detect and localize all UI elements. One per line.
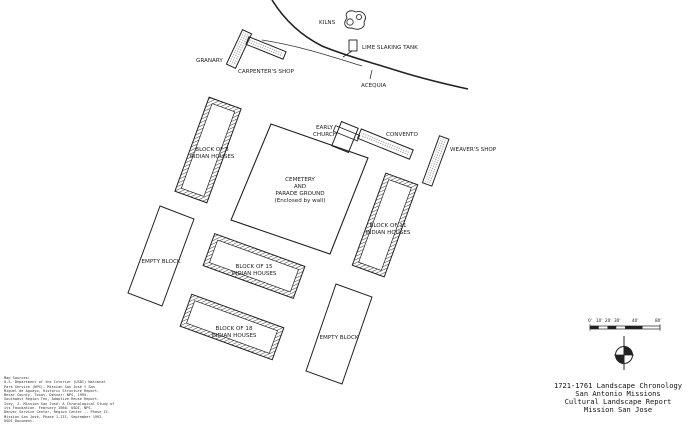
block-of-8-indian-houses bbox=[174, 96, 242, 204]
block-of-18-indian-houses bbox=[179, 293, 285, 361]
block-of-11-indian-houses bbox=[351, 172, 419, 278]
block-e-label-1: BLOCK OF 11 bbox=[369, 223, 406, 229]
sources-line: Southwest Region Ten, Adaptive Reuse Rep… bbox=[4, 397, 100, 402]
sources-line: USDI Document. bbox=[4, 418, 35, 423]
title-line-1: 1721-1761 Landscape Chronology bbox=[553, 381, 683, 390]
empty-block-west bbox=[127, 205, 195, 307]
lime-slaking-tank-label: LIME SLAKING TANK bbox=[362, 45, 418, 51]
cemetery-label-4: (Enclosed by wall) bbox=[275, 198, 326, 204]
carpenters-shop-label: CARPENTER'S SHOP bbox=[238, 69, 295, 75]
acequia-label: ACEQUIA bbox=[361, 83, 386, 89]
title-line-4: Mission San Jose bbox=[583, 405, 653, 415]
sources-line: Map Sources: bbox=[4, 376, 30, 380]
sources-line: Ivey, J. Mission San José: A Chronologic… bbox=[4, 401, 115, 406]
map-sources: Map Sources: U.S. Department of the Inte… bbox=[4, 376, 136, 423]
early-church-label-1: EARLY bbox=[316, 125, 334, 131]
carpenters-shop bbox=[245, 36, 287, 60]
empty-block-south bbox=[305, 283, 373, 385]
scale-tick-2: 20' bbox=[605, 318, 611, 323]
lime-slaking-tank bbox=[342, 39, 358, 58]
kilns bbox=[344, 10, 366, 30]
scale-tick-3: 30' bbox=[614, 318, 620, 323]
granary bbox=[225, 29, 253, 69]
block-e-label-2: INDIAN HOUSES bbox=[366, 230, 411, 236]
empty-block-west-label: EMPTY BLOCK bbox=[141, 259, 180, 265]
sources-line: Mission San José, Phase 1-III, September… bbox=[4, 414, 104, 419]
block-sw-label-2: INDIAN HOUSES bbox=[212, 333, 257, 339]
block-sw-label-1: BLOCK OF 18 bbox=[215, 326, 252, 332]
block-mid-label-2: INDIAN HOUSES bbox=[232, 271, 277, 277]
kilns-label: KILNS bbox=[319, 20, 336, 26]
sources-line: Miguel de Aguayo, Historic Structure Rep… bbox=[4, 388, 100, 393]
title-block: 1721-1761 Landscape Chronology San Anton… bbox=[548, 381, 688, 415]
acequia-line bbox=[271, 0, 469, 90]
granary-label: GRANARY bbox=[196, 58, 223, 64]
scale-tick-5: 80' bbox=[655, 318, 661, 323]
block-of-15-indian-houses bbox=[202, 232, 306, 300]
scale-tick-0: 0' bbox=[588, 318, 592, 323]
cemetery-parade-ground bbox=[230, 123, 369, 255]
block-nw-label-1: BLOCK OF 8 bbox=[195, 147, 229, 153]
scale-tick-1: 10' bbox=[596, 318, 602, 323]
sources-line: Bexar County, Texas. Denver: NPS, 1995. bbox=[4, 393, 89, 398]
title-line-3: Cultural Landscape Report bbox=[564, 397, 672, 407]
convento-label: CONVENTO bbox=[386, 132, 418, 138]
weavers-shop-label: WEAVER'S SHOP bbox=[450, 147, 497, 153]
north-arrow-icon bbox=[614, 336, 634, 370]
cemetery-label-1: CEMETERY bbox=[285, 177, 315, 183]
empty-block-south-label: EMPTY BLOCK bbox=[319, 335, 358, 341]
block-mid-label-1: BLOCK OF 15 bbox=[235, 264, 272, 270]
sources-line: U.S. Department of the Interior (USDI) N… bbox=[4, 380, 106, 385]
weavers-shop bbox=[421, 135, 450, 187]
sources-line: its Foundation. February 1980. USDI, NPS… bbox=[4, 406, 93, 411]
scale-tick-4: 40' bbox=[632, 318, 638, 323]
sources-line: Denver Service Center, Region Center -- … bbox=[4, 410, 111, 415]
cemetery-label-2: AND bbox=[294, 184, 306, 190]
scale-ticks: 0' 10' 20' 30' 40' 80' bbox=[588, 318, 661, 323]
scale-bar bbox=[589, 324, 661, 331]
convento bbox=[356, 128, 414, 160]
title-line-2: San Antonio Missions bbox=[575, 389, 661, 399]
cemetery-label-3: PARADE GROUND bbox=[275, 191, 324, 197]
acequia-leader bbox=[369, 69, 373, 80]
block-nw-label-2: INDIAN HOUSES bbox=[190, 154, 235, 160]
early-church-label-2: CHURCH bbox=[313, 132, 337, 138]
sources-line: Park Service (NPS). Mission San José Y S… bbox=[4, 384, 95, 389]
acequia-branch bbox=[261, 39, 363, 67]
